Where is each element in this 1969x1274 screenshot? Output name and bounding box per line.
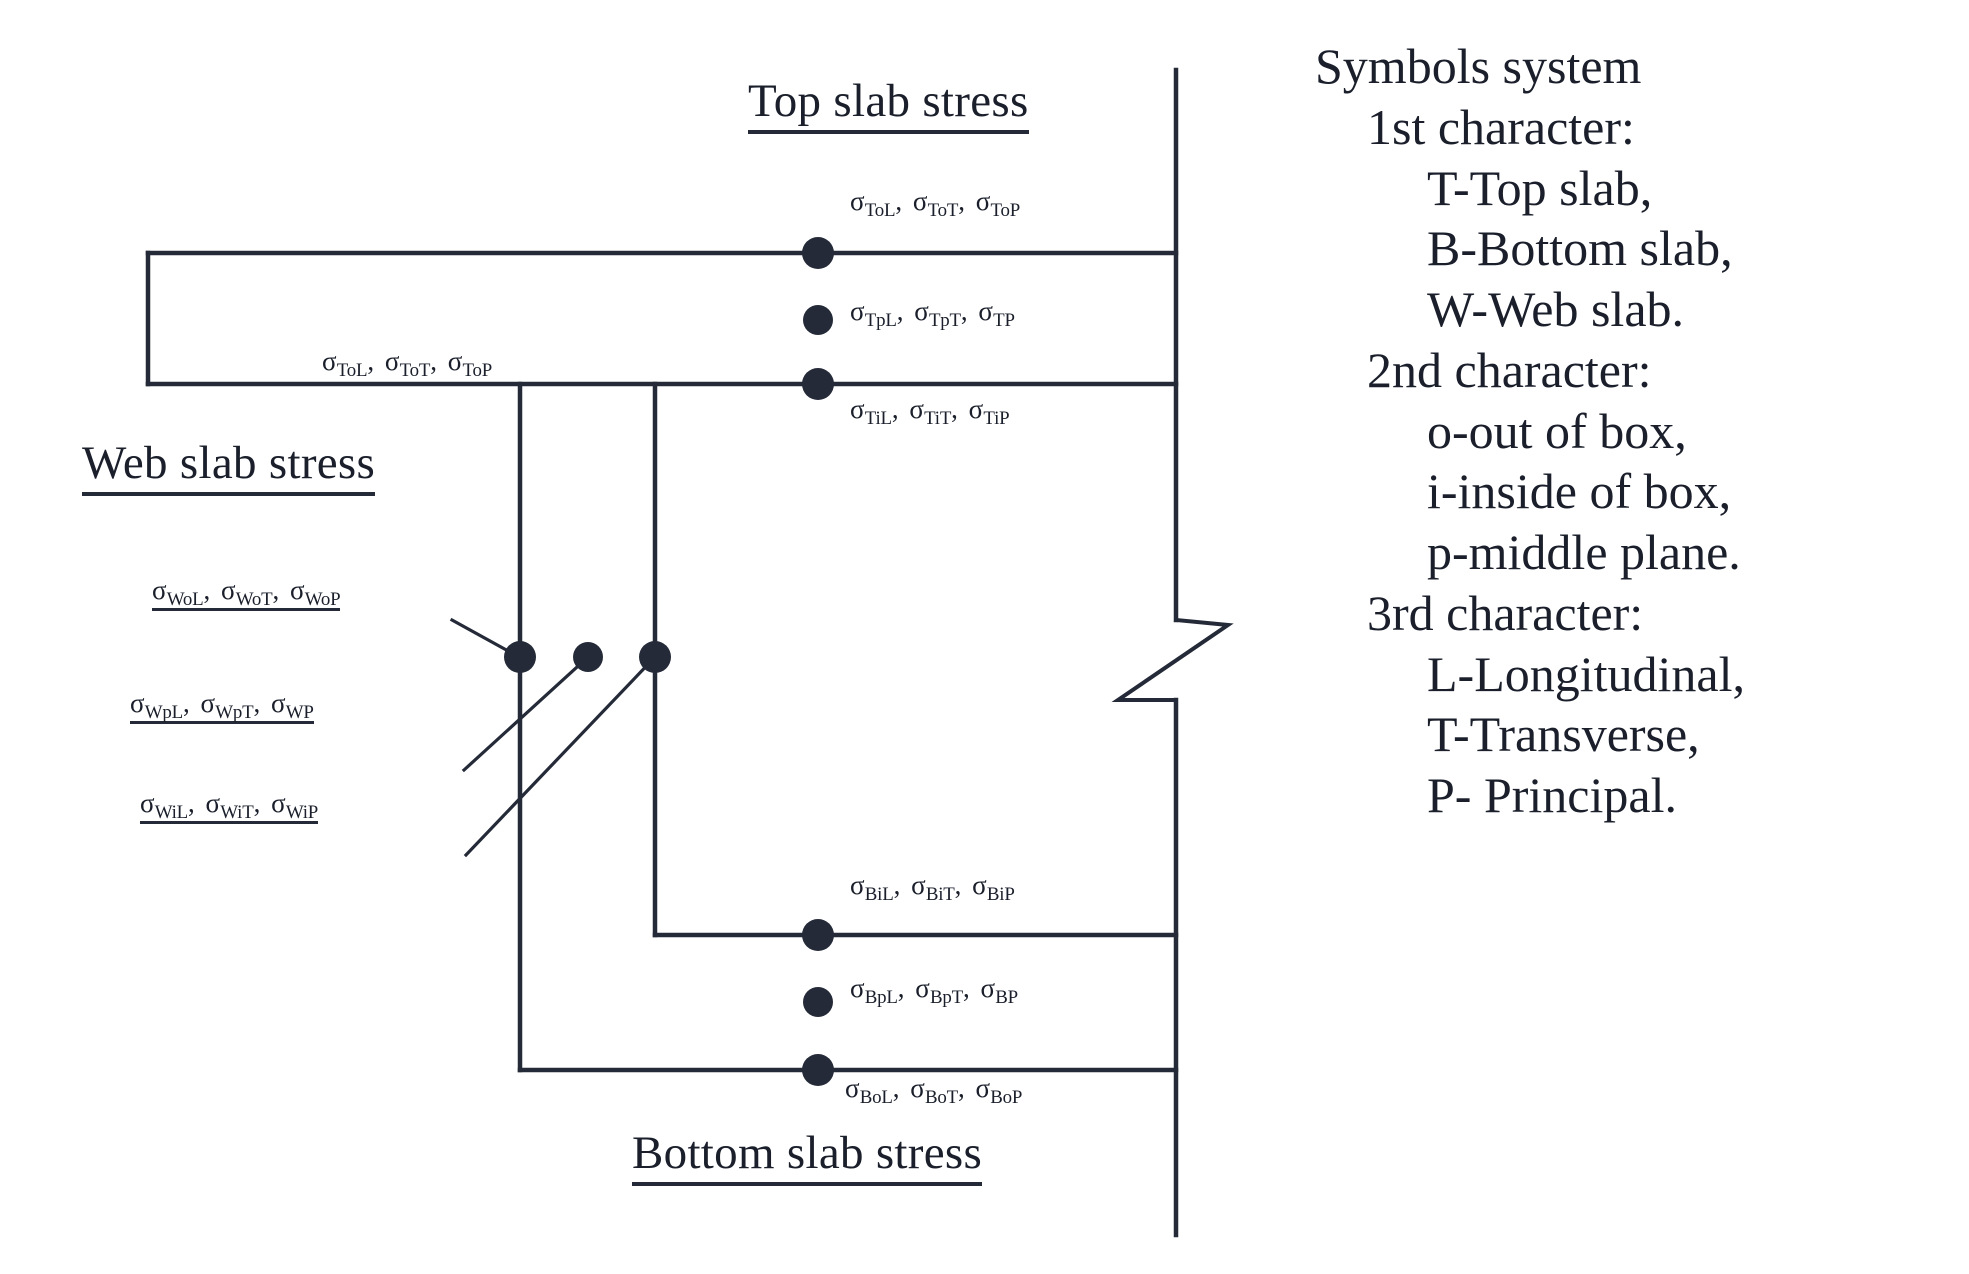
label-web-inner: σWiL, σWiT, σWiP [140, 788, 319, 824]
dot-web-middle [573, 642, 603, 672]
label-web-middle: σWpL, σWpT, σWP [130, 688, 314, 724]
legend-group-1-item-2: B-Bottom slab, [1427, 220, 1733, 277]
label-top-middle: σTpL, σTpT, σTP [850, 296, 1015, 332]
legend-group-1-item-1: T-Top slab, [1427, 159, 1653, 216]
dot-bottom-inner [802, 919, 834, 951]
symbols-legend: Symbols system 1st character: T-Top slab… [1315, 36, 1955, 826]
heading-web-slab-stress: Web slab stress [82, 440, 376, 496]
label-top-outer: σToL, σToT, σToP [850, 186, 1021, 222]
legend-group-2-header: 2nd character: [1367, 341, 1652, 398]
legend-title: Symbols system [1315, 38, 1642, 94]
legend-group-1-header: 1st character: [1367, 98, 1635, 155]
leader-web-inner [463, 654, 658, 858]
legend-group-2-item-2: i-inside of box, [1427, 463, 1732, 520]
legend-group-2-item-1: o-out of box, [1427, 402, 1687, 459]
dot-top-outer [802, 237, 834, 269]
label-bottom-outer: σBoL, σBoT, σBoP [845, 1073, 1023, 1109]
heading-bottom-slab-stress: Bottom slab stress [632, 1130, 983, 1186]
label-bottom-middle: σBpL, σBpT, σBP [850, 973, 1018, 1009]
legend-group-3-header: 3rd character: [1367, 584, 1644, 641]
measurement-dot-group [504, 237, 834, 1086]
legend-group-3-item-3: P- Principal. [1427, 767, 1677, 823]
dot-top-middle [803, 305, 833, 335]
dot-bottom-middle [803, 987, 833, 1017]
label-bottom-inner: σBiL, σBiT, σBiP [850, 870, 1015, 906]
label-top-outer-repeat: σToL, σToT, σToP [322, 346, 493, 382]
dot-web-inner [639, 641, 671, 673]
label-top-inner: σTiL, σTiT, σTiP [850, 394, 1010, 430]
legend-group-2-item-3: p-middle plane. [1427, 524, 1741, 580]
break-symbol [1111, 617, 1234, 702]
legend-group-3-item-2: T-Transverse, [1427, 706, 1700, 763]
heading-top-slab-stress: Top slab stress [748, 78, 1029, 134]
leader-web-middle [461, 654, 591, 773]
dot-web-outer [504, 641, 536, 673]
dot-bottom-outer [802, 1054, 834, 1086]
legend-group-3-item-1: L-Longitudinal, [1427, 645, 1745, 702]
label-web-outer: σWoL, σWoT, σWoP [152, 575, 341, 611]
dot-top-inner [802, 368, 834, 400]
legend-group-1-item-3: W-Web slab. [1427, 281, 1685, 337]
